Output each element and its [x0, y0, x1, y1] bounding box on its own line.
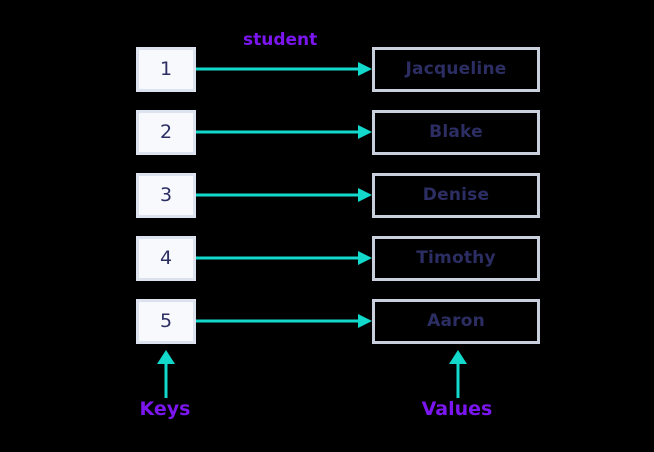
key-box-3: 3: [136, 173, 196, 218]
keys-caption-label: Keys: [139, 398, 191, 420]
arrow-right-icon: [196, 125, 372, 139]
value-label-4: Timothy: [416, 248, 496, 268]
mapping-arrow-1: [196, 60, 372, 78]
student-annotation-label: student: [243, 30, 318, 50]
values-caption-label: Values: [421, 398, 493, 420]
key-label-4: 4: [159, 247, 173, 269]
value-label-1: Jacqueline: [405, 59, 507, 79]
mapping-arrow-3: [196, 186, 372, 204]
arrow-up-icon: [157, 350, 175, 398]
mapping-arrow-2: [196, 123, 372, 141]
value-box-4: Timothy: [372, 236, 540, 281]
arrow-up-icon: [449, 350, 467, 398]
values-caption-arrow: [447, 350, 469, 398]
key-label-5: 5: [159, 310, 173, 332]
value-box-2: Blake: [372, 110, 540, 155]
value-box-5: Aaron: [372, 299, 540, 344]
mapping-arrow-5: [196, 312, 372, 330]
value-label-3: Denise: [422, 185, 490, 205]
key-box-4: 4: [136, 236, 196, 281]
key-label-2: 2: [159, 121, 173, 143]
arrow-right-icon: [196, 251, 372, 265]
value-box-3: Denise: [372, 173, 540, 218]
key-box-2: 2: [136, 110, 196, 155]
key-box-5: 5: [136, 299, 196, 344]
arrow-right-icon: [196, 188, 372, 202]
key-box-1: 1: [136, 47, 196, 92]
keys-caption-arrow: [155, 350, 177, 398]
mapping-arrow-4: [196, 249, 372, 267]
value-box-1: Jacqueline: [372, 47, 540, 92]
value-label-5: Aaron: [427, 311, 485, 331]
key-label-1: 1: [159, 58, 173, 80]
key-label-3: 3: [159, 184, 173, 206]
value-label-2: Blake: [429, 122, 483, 142]
arrow-right-icon: [196, 62, 372, 76]
arrow-right-icon: [196, 314, 372, 328]
